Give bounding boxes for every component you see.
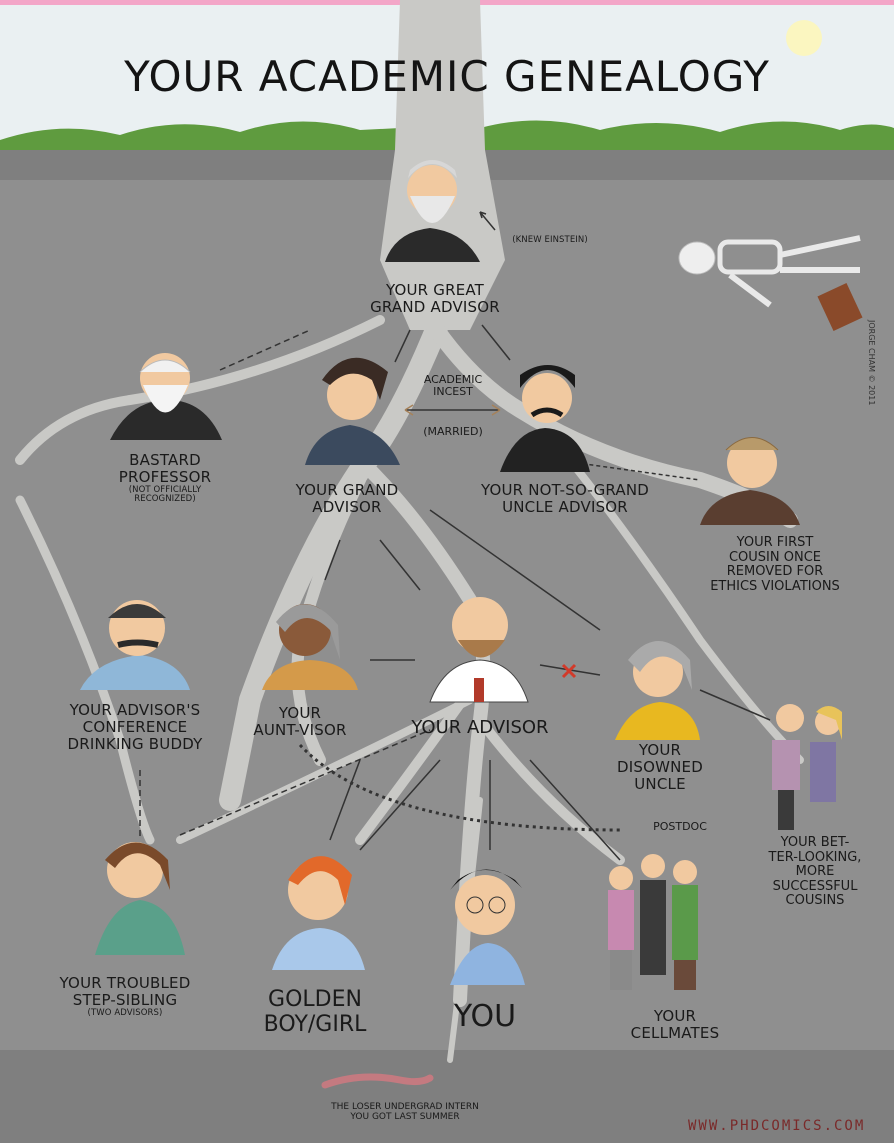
cousins-figure [772,704,842,830]
artist-signature: JORGE CHAM © 2011 [867,320,876,406]
golden-figure [272,856,365,970]
knew-einstein-arrow [479,211,496,231]
page-title: YOUR ACADEMIC GENEALOGY [124,52,770,101]
label-grand-advisor: YOUR GRAND ADVISOR [295,481,399,516]
label-postdoc: POSTDOC [653,820,707,833]
aunt-visor-figure [262,604,358,690]
sun-icon [786,20,822,56]
disowned-uncle-figure [615,641,700,740]
label-uncle-advisor: YOUR NOT-SO-GRAND UNCLE ADVISOR [480,481,650,516]
you-figure [450,869,525,985]
label-great-grand-advisor: YOUR GREAT GRAND ADVISOR [370,281,500,316]
cross-mark-icon [561,663,577,679]
label-academic-incest: ACADEMIC INCEST [423,373,483,399]
great-grand-advisor-figure [385,160,480,262]
label-you: YOU [453,999,517,1034]
label-cousins: YOUR BET- TER-LOOKING, MORE SUCCESSFUL C… [768,835,862,909]
grass [0,120,894,150]
first-cousin-figure [700,437,800,525]
bastard-professor-figure [110,353,222,440]
label-knew-einstein: (KNEW EINSTEIN) [512,235,588,245]
step-sibling-figure [95,842,185,955]
label-intern: THE LOSER UNDERGRAD INTERN YOU GOT LAST … [331,1102,479,1123]
label-first-cousin: YOUR FIRST COUSIN ONCE REMOVED FOR ETHIC… [710,535,840,594]
drinking-buddy-figure [80,600,190,690]
label-aunt-visor: YOUR AUNT-VISOR [253,704,347,739]
intern-worm-icon [321,1073,434,1089]
book-icon [817,283,863,331]
cellmates-figure [608,854,698,990]
label-married: (MARRIED) [423,425,483,438]
label-cellmates: YOUR CELLMATES [630,1007,720,1042]
label-step-sibling: YOUR TROUBLED STEP-SIBLING (TWO ADVISORS… [59,974,191,1018]
label-bastard-professor: BASTARD PROFESSOR (NOT OFFICIALLY RECOGN… [118,451,212,505]
uncle-advisor-figure [500,365,590,472]
website-link[interactable]: WWW.PHDCOMICS.COM [688,1118,866,1134]
advisor-figure [429,597,529,703]
label-disowned-uncle: YOUR DISOWNED UNCLE [617,741,703,793]
grand-advisor-figure [305,357,400,465]
label-drinking-buddy: YOUR ADVISOR'S CONFERENCE DRINKING BUDDY [67,701,203,753]
skeleton-icon [678,235,861,308]
label-golden: GOLDEN BOY/GIRL [263,987,367,1037]
label-advisor: YOUR ADVISOR [411,717,549,738]
